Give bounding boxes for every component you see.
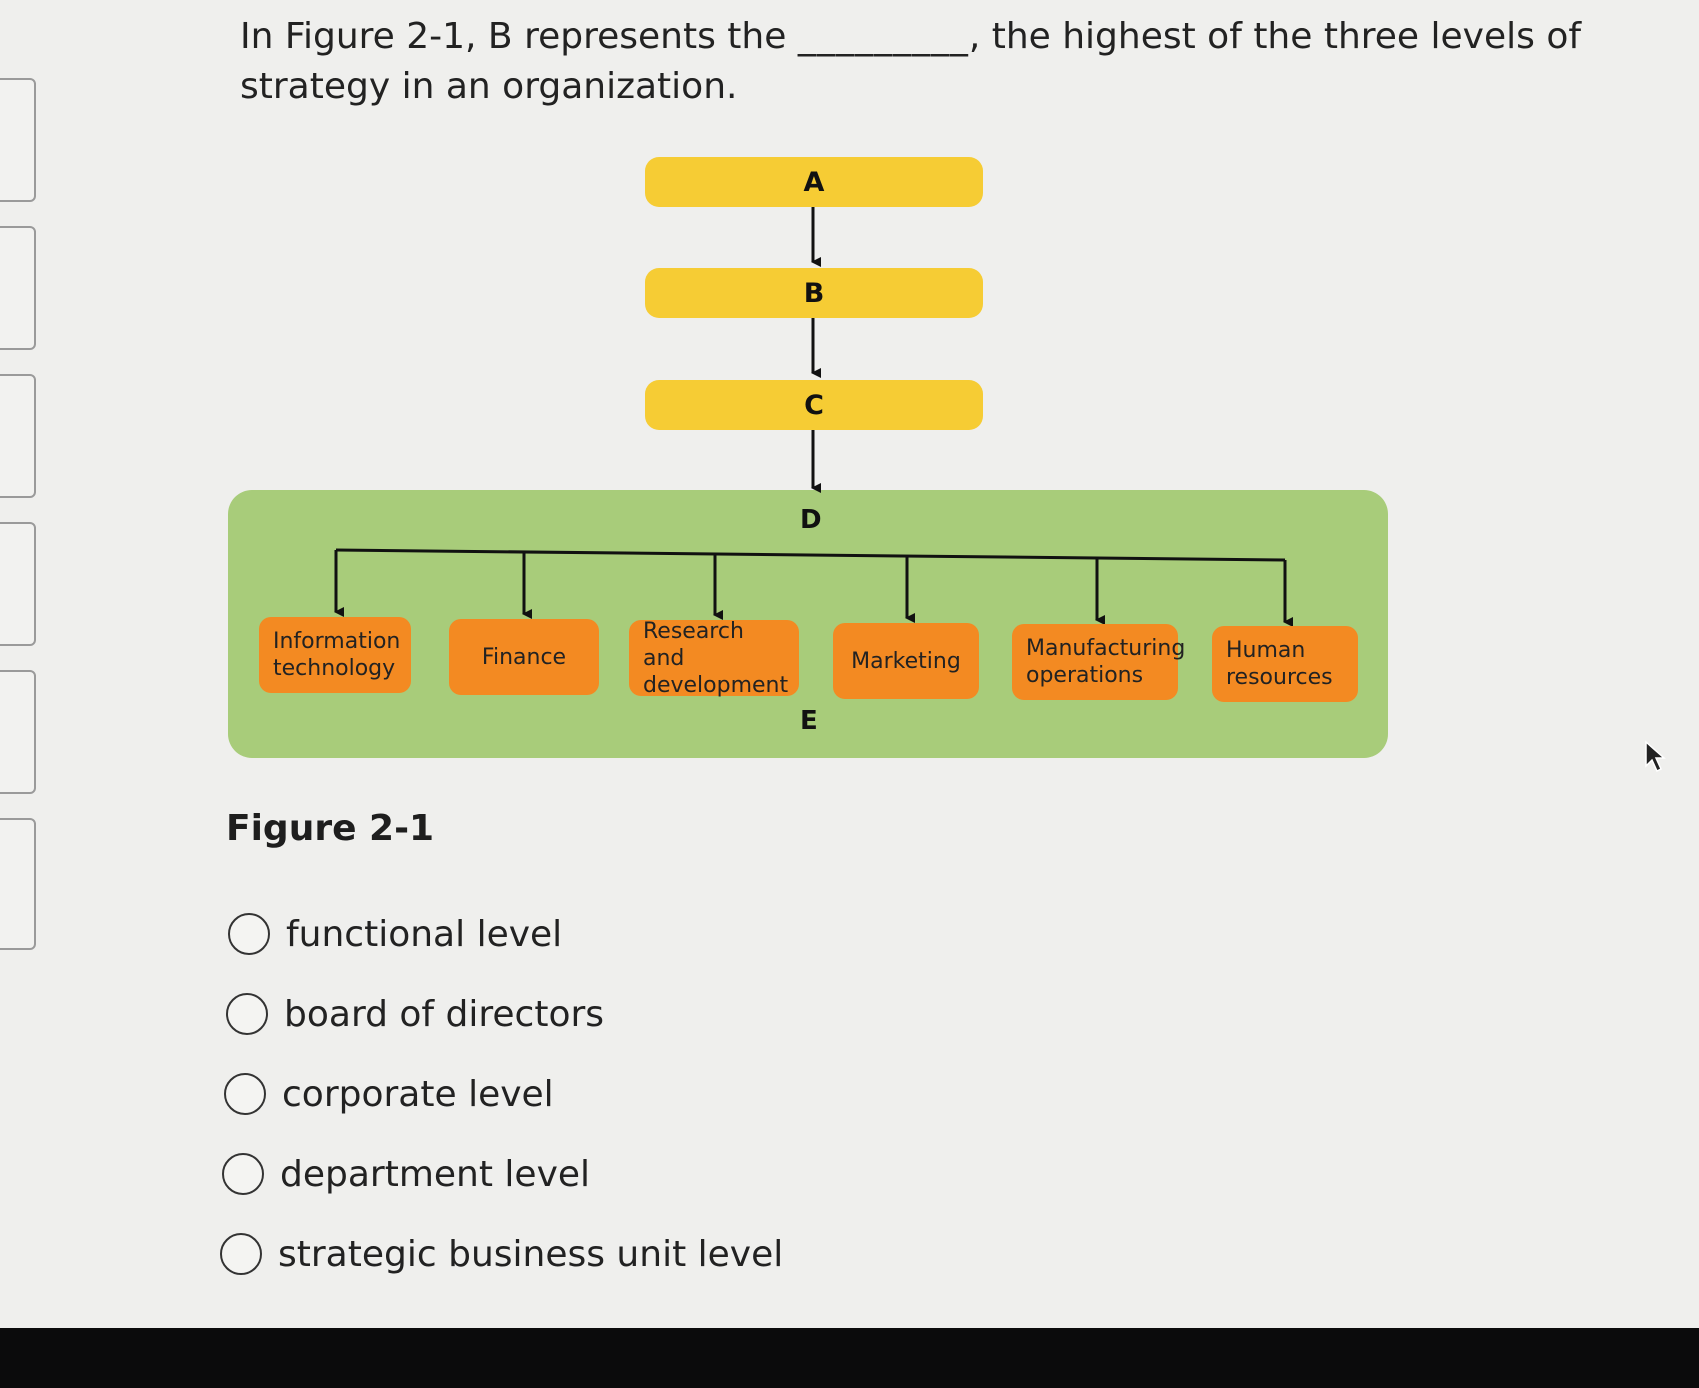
function-box-manufacturing: Manufacturing operations <box>1012 624 1185 700</box>
function-box-it: Information technology <box>259 617 411 693</box>
function-box-marketing: Marketing <box>833 623 979 699</box>
radio-button[interactable] <box>228 913 270 955</box>
level-e-label: E <box>800 706 818 736</box>
mouse-cursor-icon <box>1645 740 1666 773</box>
option-label: board of directors <box>284 993 605 1035</box>
question-blank: _________ <box>797 16 969 57</box>
option-corporate-level[interactable]: corporate level <box>224 1068 554 1120</box>
function-box-rd: Research and development <box>629 619 799 698</box>
level-d-label: D <box>800 505 822 535</box>
option-department-level[interactable]: department level <box>222 1148 590 1200</box>
function-box-finance: Finance <box>449 619 599 695</box>
figure-diagram: A B C D Information tech <box>228 157 1388 758</box>
option-label: department level <box>280 1153 591 1195</box>
option-label: strategic business unit level <box>278 1233 784 1275</box>
level-c-box: C <box>645 380 983 430</box>
radio-button[interactable] <box>222 1153 264 1195</box>
side-tab[interactable] <box>0 522 36 646</box>
bottom-bar <box>0 1328 1699 1388</box>
figure-caption: Figure 2-1 <box>226 808 435 849</box>
option-functional-level[interactable]: functional level <box>228 908 562 960</box>
diagram-connectors <box>334 207 1293 627</box>
radio-button[interactable] <box>226 993 268 1035</box>
radio-button[interactable] <box>220 1233 262 1275</box>
side-tab[interactable] <box>0 226 36 350</box>
side-tab[interactable] <box>0 374 36 498</box>
question-text-before: In Figure 2-1, B represents the <box>240 16 787 57</box>
radio-button[interactable] <box>224 1073 266 1115</box>
option-strategic-business-unit-level[interactable]: strategic business unit level <box>220 1228 783 1280</box>
option-label: functional level <box>286 913 563 955</box>
functional-level-panel <box>228 490 1388 758</box>
function-box-hr: Human resources <box>1212 626 1358 702</box>
level-a-box: A <box>645 157 983 207</box>
side-tab[interactable] <box>0 818 36 950</box>
side-tab[interactable] <box>0 78 36 202</box>
option-board-of-directors[interactable]: board of directors <box>226 988 604 1040</box>
side-tab[interactable] <box>0 670 36 794</box>
level-b-box: B <box>645 268 983 318</box>
question-text-after: , the highest of the three levels of str… <box>240 16 1582 107</box>
branch-line <box>335 548 1286 562</box>
question-text: In Figure 2-1, B represents the ________… <box>240 12 1600 112</box>
option-label: corporate level <box>282 1073 554 1115</box>
